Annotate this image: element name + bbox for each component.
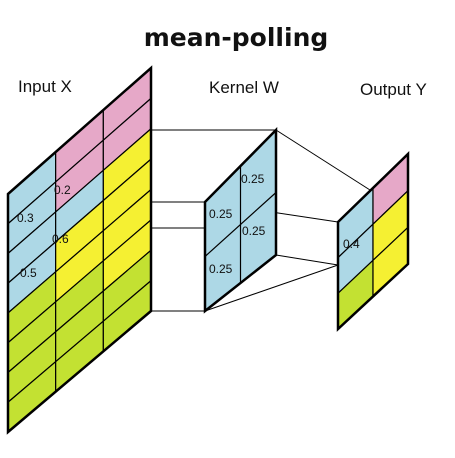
input-label: Input X — [18, 77, 72, 96]
connector-line — [275, 129, 371, 191]
kernel-value-3: 0.25 — [209, 262, 233, 276]
grid-outline — [336, 151, 410, 332]
grid-outline — [6, 65, 153, 435]
diagram-title: mean-polling — [144, 23, 329, 52]
input-value-1: 0.3 — [17, 211, 34, 225]
connector-line — [204, 264, 339, 312]
output-value: 0.4 — [343, 237, 360, 251]
output-values: 0.4 — [343, 237, 360, 251]
input-grid — [6, 65, 153, 435]
input-value-0: 0.2 — [54, 183, 71, 197]
output-grid — [336, 151, 410, 332]
input-value-3: 0.5 — [20, 266, 37, 280]
kernel-values: 0.25 0.25 0.25 0.25 — [209, 172, 266, 276]
kernel-value-2: 0.25 — [242, 224, 266, 238]
kernel-label: Kernel W — [209, 78, 279, 97]
kernel-divider — [204, 192, 277, 257]
output-label: Output Y — [360, 80, 427, 99]
kernel-grid — [203, 126, 278, 314]
kernel-value-1: 0.25 — [209, 207, 233, 221]
input-value-2: 0.6 — [52, 232, 69, 246]
input-values: 0.2 0.3 0.6 0.5 — [17, 183, 71, 280]
connector-line — [275, 254, 339, 266]
kernel-value-0: 0.25 — [241, 172, 265, 186]
